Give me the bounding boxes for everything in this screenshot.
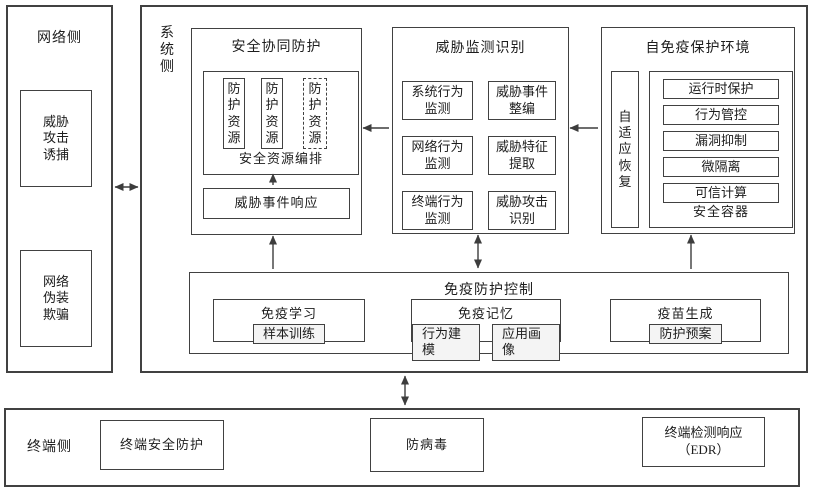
terminal-side-title: 终端侧	[27, 440, 72, 455]
threat-detection-title: 威胁监测识别	[435, 41, 526, 56]
adaptive-recovery-box: 自 适 应 恢 复	[611, 71, 639, 228]
antivirus-box: 防病毒	[370, 418, 484, 472]
collab-protection-title: 安全协同防护	[231, 40, 322, 55]
edr-box: 终端检测响应 （EDR）	[642, 417, 765, 467]
immune-memory-group: 免疫记忆 行为建模 应用画像	[411, 299, 561, 361]
security-container-label: 安全容器	[692, 204, 749, 220]
terminal-panel: 终端侧 终端安全防护 防病毒 终端检测响应 （EDR）	[4, 408, 800, 487]
group-items: 样本训练	[214, 324, 364, 345]
detection-grid: 系统行为 监测 威胁事件 整编 网络行为 监测 威胁特征 提取 终端行为 监测 …	[402, 81, 556, 230]
detection-cell: 威胁攻击 识别	[488, 191, 556, 230]
group-title: 免疫学习	[260, 306, 317, 321]
terminal-protection-box: 终端安全防护	[100, 420, 224, 470]
group-items: 防护预案	[611, 324, 760, 345]
container-item: 漏洞抑制	[663, 131, 779, 151]
vaccine-group: 疫苗生成 防护预案	[610, 299, 761, 345]
detection-cell: 系统行为 监测	[402, 81, 473, 120]
immune-env-title: 自免疫保护环境	[645, 41, 751, 56]
detection-cell: 威胁特征 提取	[488, 136, 556, 175]
security-container-box: 运行时保护 行为管控 漏洞抑制 微隔离 可信计算 安全容器	[649, 71, 793, 228]
resource-box: 防 护 资 源	[261, 78, 283, 149]
threat-trap-box: 威胁 攻击 诱捕	[20, 90, 92, 187]
detection-cell: 网络行为 监测	[402, 136, 473, 175]
system-side-title: 系 统 侧	[160, 26, 174, 75]
resource-box-dashed: 防 护 资 源	[303, 78, 327, 149]
detection-cell: 威胁事件 整编	[488, 81, 556, 120]
group-item: 应用画像	[492, 324, 560, 361]
orchestration-box: 防 护 资 源 防 护 资 源 防 护 资 源 安全资源编排	[203, 71, 359, 175]
network-side-title: 网络侧	[37, 31, 82, 46]
container-item: 行为管控	[663, 105, 779, 125]
deception-box: 网络 伪装 欺骗	[20, 250, 92, 347]
orchestration-label: 安全资源编排	[238, 151, 323, 167]
resource-box: 防 护 资 源	[223, 78, 245, 149]
container-item: 微隔离	[663, 157, 779, 177]
group-items: 行为建模 应用画像	[412, 324, 560, 361]
network-panel: 网络侧 威胁 攻击 诱捕 网络 伪装 欺骗	[6, 5, 113, 373]
threat-response-box: 威胁事件响应	[203, 188, 350, 219]
container-item: 可信计算	[663, 183, 779, 203]
immune-learning-group: 免疫学习 样本训练	[213, 299, 365, 345]
group-item: 行为建模	[412, 324, 480, 361]
group-item: 防护预案	[649, 324, 722, 345]
group-title: 免疫记忆	[457, 306, 514, 321]
immune-control-title: 免疫防护控制	[444, 283, 534, 298]
system-panel: 系 统 侧 安全协同防护 防 护 资 源 防 护 资 源 防 护 资 源 安全资…	[140, 5, 808, 373]
immune-env-module: 自免疫保护环境 自 适 应 恢 复 运行时保护 行为管控 漏洞抑制 微隔离 可信…	[601, 27, 795, 234]
collab-protection-module: 安全协同防护 防 护 资 源 防 护 资 源 防 护 资 源 安全资源编排 威胁…	[191, 28, 362, 235]
group-item: 样本训练	[252, 324, 325, 345]
threat-detection-module: 威胁监测识别 系统行为 监测 威胁事件 整编 网络行为 监测 威胁特征 提取 终…	[392, 27, 569, 234]
immune-control-module: 免疫防护控制 免疫学习 样本训练 免疫记忆 行为建模 应用画像 疫苗生成 防护预…	[189, 272, 789, 361]
detection-cell: 终端行为 监测	[402, 191, 473, 230]
group-title: 疫苗生成	[657, 306, 714, 321]
container-item: 运行时保护	[663, 79, 779, 99]
